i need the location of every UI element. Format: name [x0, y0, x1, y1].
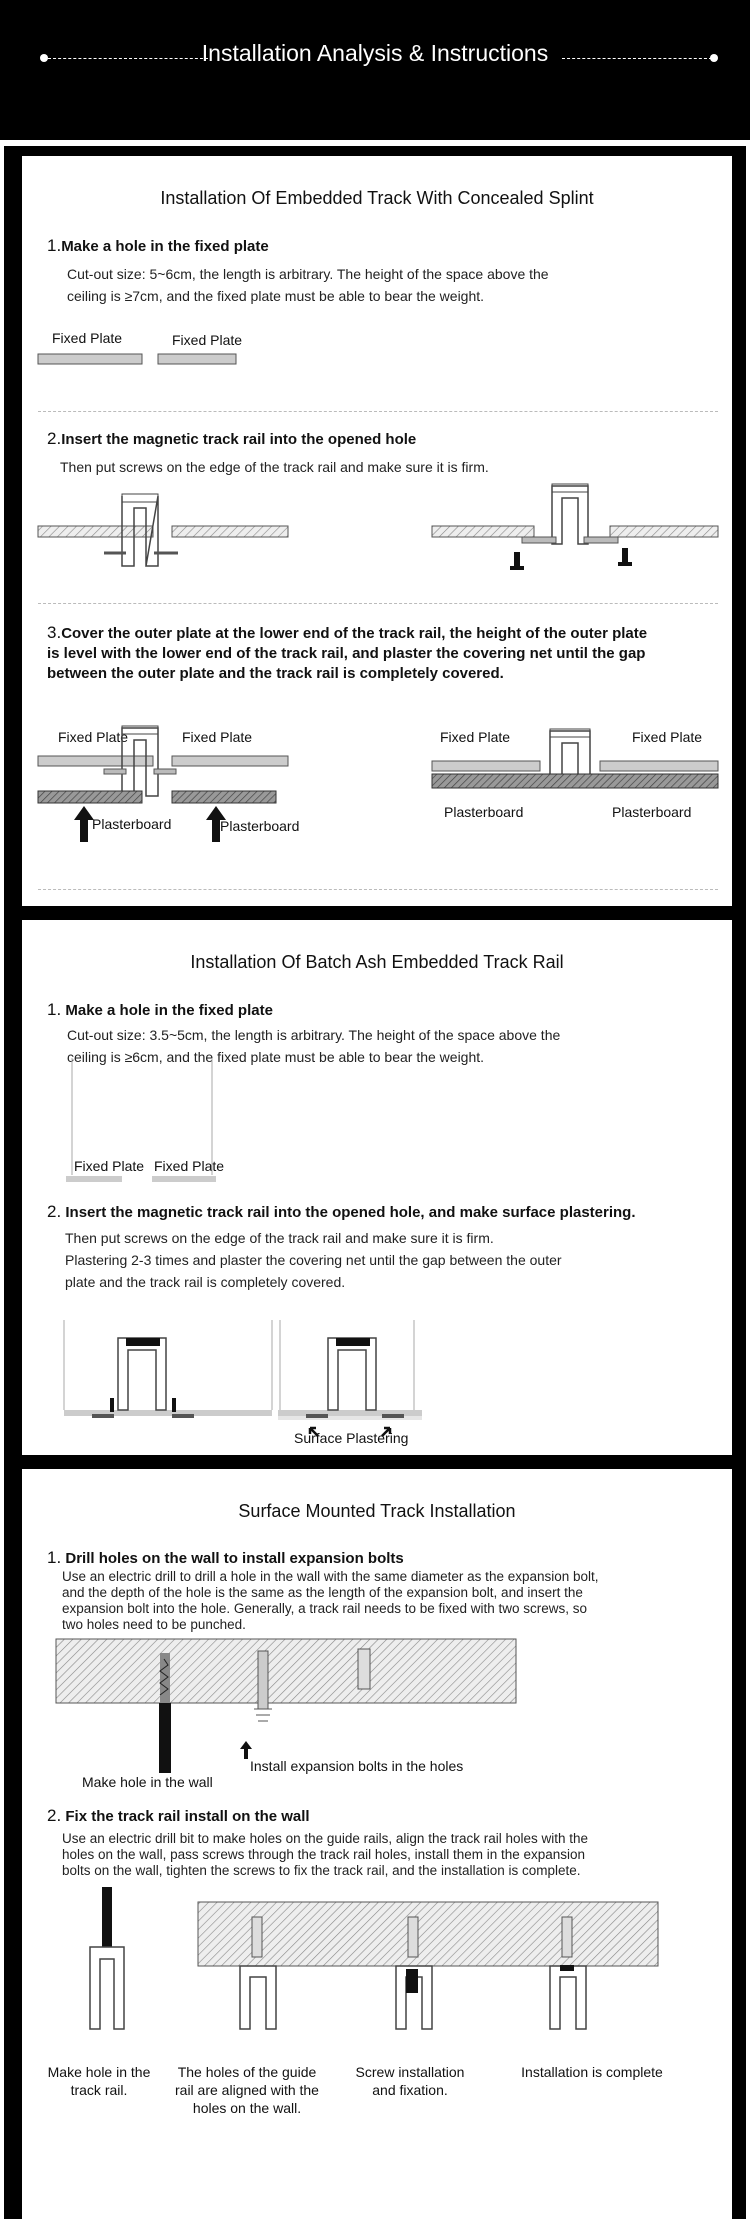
step-description: Use an electric drill to drill a hole in…: [62, 1569, 599, 1632]
step-heading: 1.Make a hole in the fixed plate: [47, 236, 269, 255]
step-heading: 2. Fix the track rail install on the wal…: [47, 1806, 310, 1825]
caption-installation-complete: Installation is complete: [521, 2064, 663, 2080]
section-title: Installation Of Embedded Track With Conc…: [160, 188, 594, 208]
label-fixed-plate: Fixed Plate: [154, 1158, 225, 1174]
step-heading: 1. Drill holes on the wall to install ex…: [47, 1548, 404, 1567]
label-plasterboard: Plasterboard: [92, 816, 172, 832]
step-heading: 3.Cover the outer plate at the lower end…: [47, 623, 648, 682]
label-plasterboard: Plasterboard: [612, 804, 692, 820]
diagram-fix-track-rail: [89, 1887, 659, 2030]
section-batch-ash-embedded-diagram: Surface Plastering: [22, 1320, 732, 1455]
label-plasterboard: Plasterboard: [444, 804, 524, 820]
label-fixed-plate: Fixed Plate: [58, 729, 129, 745]
caption-install-bolts: Install expansion bolts in the holes: [250, 1758, 464, 1774]
step-description: Then put screws on the edge of the track…: [65, 1230, 562, 1290]
section-title: Installation Of Batch Ash Embedded Track…: [190, 952, 564, 972]
step-heading: 2. Insert the magnetic track rail into t…: [47, 1202, 636, 1221]
content-frame: Installation Of Embedded Track With Conc…: [4, 146, 746, 2219]
label-fixed-plate: Fixed Plate: [74, 1158, 145, 1174]
label-surface-plastering: Surface Plastering: [294, 1430, 409, 1446]
step-description: Use an electric drill bit to make holes …: [62, 1831, 589, 1878]
diagram-wall-drilling: [55, 1638, 517, 1773]
caption-make-hole-wall: Make hole in the wall: [82, 1774, 213, 1790]
label-fixed-plate: Fixed Plate: [172, 332, 243, 348]
header-divider-left: [48, 58, 208, 59]
label-plasterboard: Plasterboard: [220, 818, 300, 834]
step-description: Cut-out size: 5~6cm, the length is arbit…: [67, 266, 549, 304]
section-surface-mounted: Surface Mounted Track Installation 1. Dr…: [22, 1469, 732, 2219]
diagram-cover-plate: [37, 725, 719, 842]
header-banner: Installation Analysis & Instructions: [0, 0, 750, 140]
divider: [38, 603, 718, 604]
section-title: Surface Mounted Track Installation: [238, 1501, 516, 1521]
diagram-surface-plastering: [63, 1320, 422, 1437]
step-heading: 2.Insert the magnetic track rail into th…: [47, 429, 417, 448]
label-fixed-plate: Fixed Plate: [440, 729, 511, 745]
header-dot-left: [40, 54, 48, 62]
header-dot-right: [710, 54, 718, 62]
section-batch-ash-embedded: Installation Of Batch Ash Embedded Track…: [22, 920, 732, 1330]
label-fixed-plate: Fixed Plate: [52, 330, 123, 346]
section-embedded-concealed-splint: Installation Of Embedded Track With Conc…: [22, 156, 732, 906]
label-fixed-plate: Fixed Plate: [632, 729, 703, 745]
diagram-fixed-plates-ceiling: [66, 1058, 216, 1182]
divider: [38, 889, 718, 890]
step-heading: 1. Make a hole in the fixed plate: [47, 1000, 273, 1019]
diagram-insert-track: [37, 483, 719, 570]
label-fixed-plate: Fixed Plate: [182, 729, 253, 745]
divider: [38, 411, 718, 412]
header-divider-right: [562, 58, 712, 59]
step-description: Then put screws on the edge of the track…: [60, 459, 489, 475]
diagram-fixed-plates: [37, 353, 237, 365]
step-description: Cut-out size: 3.5~5cm, the length is arb…: [67, 1027, 561, 1065]
page-title: Installation Analysis & Instructions: [201, 40, 549, 66]
